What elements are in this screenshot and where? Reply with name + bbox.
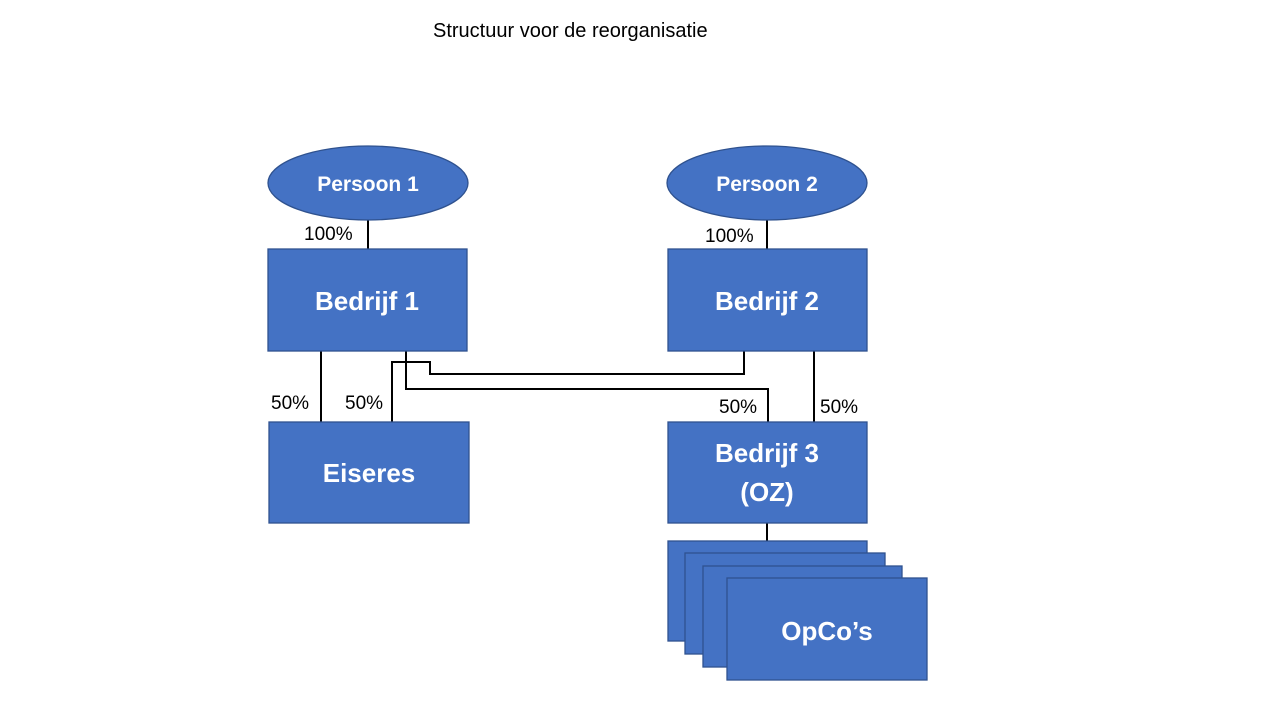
node-eiseres-label: Eiseres bbox=[323, 458, 416, 488]
pct-bedrijf1-eiseres: 50% bbox=[271, 393, 309, 414]
node-bedrijf-2-label: Bedrijf 2 bbox=[715, 286, 819, 316]
node-opcos-label: OpCo’s bbox=[781, 616, 872, 646]
pct-bedrijf2-eiseres: 50% bbox=[345, 393, 383, 414]
node-bedrijf-2: Bedrijf 2 bbox=[667, 248, 868, 352]
node-persoon-1: Persoon 1 bbox=[267, 145, 469, 221]
pct-bedrijf1-bedrijf3: 50% bbox=[719, 397, 757, 418]
pct-persoon2-bedrijf2: 100% bbox=[705, 226, 754, 247]
node-opcos-stack: OpCo’s bbox=[667, 540, 928, 681]
page-title: Structuur voor de reorganisatie bbox=[433, 20, 708, 42]
node-bedrijf-3: Bedrijf 3 (OZ) bbox=[667, 421, 868, 524]
node-eiseres: Eiseres bbox=[268, 421, 470, 524]
connector-bedrijf2-eiseres bbox=[391, 351, 745, 422]
node-bedrijf-3-label-line1: Bedrijf 3 bbox=[715, 438, 819, 468]
node-persoon-2: Persoon 2 bbox=[666, 145, 868, 221]
node-bedrijf-3-label-line2: (OZ) bbox=[740, 477, 793, 507]
node-bedrijf-1-label: Bedrijf 1 bbox=[315, 286, 419, 316]
connector-bedrijf1-bedrijf3 bbox=[405, 351, 769, 422]
pct-persoon1-bedrijf1: 100% bbox=[304, 224, 353, 245]
node-bedrijf-1: Bedrijf 1 bbox=[267, 248, 468, 352]
node-persoon-1-label: Persoon 1 bbox=[317, 173, 419, 196]
node-persoon-2-label: Persoon 2 bbox=[716, 173, 818, 196]
opco-card-front bbox=[726, 577, 928, 681]
pct-bedrijf2-bedrijf3: 50% bbox=[820, 397, 858, 418]
